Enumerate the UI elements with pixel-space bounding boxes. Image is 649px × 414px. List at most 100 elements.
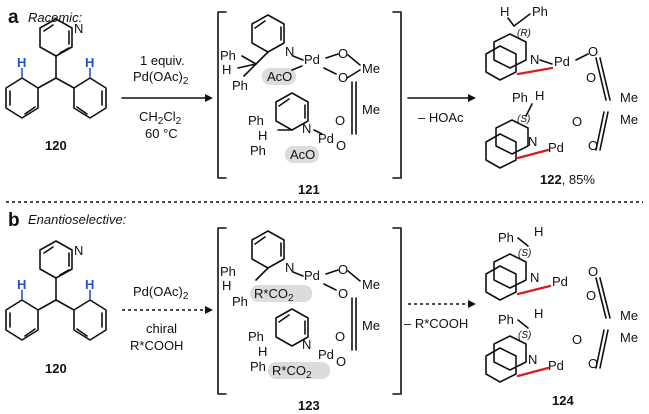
n-atom-lower: N	[302, 121, 311, 136]
compound-label-124: 124	[552, 393, 574, 408]
ph-122-upper: Ph	[532, 4, 548, 19]
o-lower-1: O	[335, 113, 345, 128]
compound-label-121: 121	[298, 182, 320, 197]
acetate-pill-upper	[262, 68, 296, 85]
h-124-upper: H	[534, 224, 543, 239]
h-122-upper: H	[500, 4, 509, 19]
section-a-letter: a	[8, 7, 19, 28]
rco2-upper: R*CO2	[254, 286, 294, 304]
intermediate-123: N Ph H Ph Pd R*CO2 O O Me Me N Ph H Ph P…	[220, 230, 380, 381]
o-upper-1: O	[338, 46, 348, 61]
me-124-1: Me	[620, 308, 638, 323]
aco-lower: AcO	[290, 147, 315, 162]
step2-a: – HOAc	[418, 110, 464, 125]
me-123-upper: Me	[362, 277, 380, 292]
pyridine-n-atom: N	[74, 21, 83, 36]
me-lower: Me	[362, 102, 380, 117]
h-upper: H	[222, 62, 231, 77]
compound-label-120-b: 120	[45, 361, 67, 376]
h-atom-right-b: H	[85, 277, 94, 292]
stereo-s-122: (S)	[517, 114, 530, 125]
compound-label-122: 122, 85%	[540, 172, 595, 187]
starting-material-120-a: N H H	[5, 18, 107, 119]
ph-lower-2: Ph	[250, 143, 266, 158]
product-124: Ph H (S) N Pd O O Me Me Ph H (S) N Pd O …	[485, 224, 638, 383]
reagent-a1: 1 equiv.	[140, 53, 185, 68]
arrowhead-b2	[468, 300, 476, 308]
pd-122-upper: Pd	[554, 54, 570, 69]
temperature-a: 60 °C	[145, 126, 178, 141]
aco-upper: AcO	[267, 69, 292, 84]
arrowhead-a2	[468, 94, 476, 102]
intermediate-121: N Ph H Ph Pd AcO O O Me Me N Ph H Ph Pd	[220, 14, 380, 163]
o-123-4: O	[336, 354, 346, 369]
compound-label-120-a: 120	[45, 138, 67, 153]
pyridine-n-atom-b: N	[74, 243, 83, 258]
carboxylate-pill-upper	[250, 285, 312, 302]
arrowhead-b1	[205, 306, 213, 314]
o-124-2: O	[586, 288, 596, 303]
ph-123-upper-1: Ph	[220, 264, 236, 279]
ph-123-lower-2: Ph	[250, 359, 266, 374]
ph-124-lower: Ph	[498, 312, 514, 327]
o-122-2: O	[586, 70, 596, 85]
bracket-right-b	[392, 227, 402, 395]
n-122-upper: N	[530, 52, 539, 67]
o-124-1: O	[588, 264, 598, 279]
pd-123-lower: Pd	[318, 347, 334, 362]
bracket-right-a	[392, 11, 402, 179]
starting-material-120-b: N H H	[5, 240, 107, 341]
section-b-title: Enantioselective:	[28, 212, 127, 227]
reagent-b1: Pd(OAc)2	[133, 284, 189, 302]
me-124-2: Me	[620, 330, 638, 345]
n-124-upper: N	[530, 270, 539, 285]
o-122-1: O	[588, 44, 598, 59]
o-122-3: O	[572, 114, 582, 129]
ph-122-lower: Ph	[512, 90, 528, 105]
pd-124-lower: Pd	[548, 358, 564, 373]
solvent-a: CH2Cl2	[139, 109, 182, 127]
pd-upper: Pd	[304, 52, 320, 67]
o-122-4: O	[588, 138, 598, 153]
me-123-lower: Me	[362, 318, 380, 333]
reagent-a2: Pd(OAc)2	[133, 69, 189, 87]
n-124-lower: N	[528, 352, 537, 367]
n-atom-upper: N	[285, 44, 294, 59]
reagent-b3: R*COOH	[130, 338, 183, 353]
n-123-upper: N	[285, 260, 294, 275]
ph-124-upper: Ph	[498, 230, 514, 245]
step2-b: – R*COOH	[404, 316, 468, 331]
arrowhead-a1	[205, 94, 213, 102]
o-123-2: O	[338, 286, 348, 301]
section-a-title: Racemic:	[28, 10, 83, 25]
n-123-lower: N	[302, 337, 311, 352]
h-atom-left: H	[17, 55, 26, 70]
section-b-letter: b	[8, 210, 20, 231]
me-upper: Me	[362, 61, 380, 76]
ph-upper-1: Ph	[220, 48, 236, 63]
o-upper-2: O	[338, 70, 348, 85]
me-122-1: Me	[620, 90, 638, 105]
o-lower-2: O	[336, 138, 346, 153]
bracket-left-a	[217, 11, 227, 179]
reagent-b2: chiral	[146, 321, 177, 336]
pd-123-upper: Pd	[304, 268, 320, 283]
o-123-1: O	[338, 262, 348, 277]
o-123-3: O	[335, 329, 345, 344]
stereo-s-124-upper: (S)	[518, 248, 531, 259]
o-124-4: O	[588, 356, 598, 371]
acetate-pill-lower	[285, 146, 319, 163]
ph-123-upper-2: Ph	[232, 294, 248, 309]
h-atom-left-b: H	[17, 277, 26, 292]
ph-lower-1: Ph	[248, 113, 264, 128]
bracket-left-b	[217, 227, 227, 395]
stereo-s-124-lower: (S)	[518, 330, 531, 341]
compound-label-123: 123	[298, 398, 320, 413]
h-122-lower: H	[535, 88, 544, 103]
rco2-lower: R*CO2	[272, 363, 312, 381]
carboxylate-pill-lower	[268, 362, 330, 379]
h-lower: H	[258, 128, 267, 143]
h-123-upper: H	[222, 278, 231, 293]
ph-123-lower-1: Ph	[248, 329, 264, 344]
